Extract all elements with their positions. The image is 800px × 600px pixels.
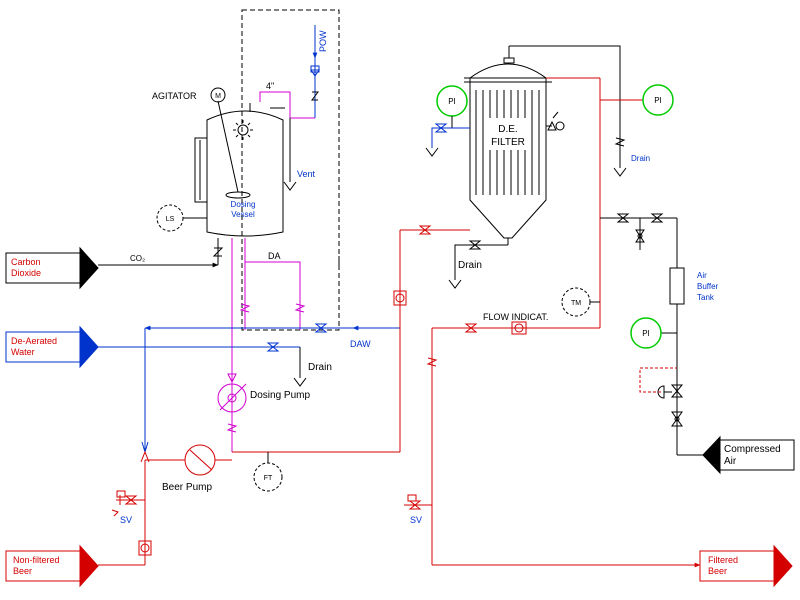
sv-mid-label: SV: [410, 515, 422, 525]
dosing-vessel-label-2: Vessel: [231, 210, 255, 219]
drain-filter-label: Drain: [458, 260, 482, 271]
daw-line: [98, 323, 400, 454]
deaerated-water-label-2: Water: [11, 347, 35, 357]
vent-pow-piping: [259, 25, 320, 191]
dosing-pump-label: Dosing Pump: [250, 390, 310, 401]
filter-label-2: FILTER: [491, 137, 525, 148]
non-filtered-beer-line: [98, 450, 185, 566]
carbon-dioxide-inlet: Carbon Dioxide: [5, 246, 99, 290]
deaerated-water-label-1: De-Aerated: [11, 336, 57, 346]
air-buffer-tank-label-1: Air: [697, 271, 707, 280]
pi-air-label: PI: [642, 329, 650, 338]
flow-indicator-label: FLOW INDICAT.: [483, 312, 548, 322]
dosing-pump: [217, 373, 247, 424]
temperature-label: TM: [571, 300, 581, 307]
carbon-dioxide-label-1: Carbon: [11, 257, 41, 267]
pressure-indicator-left: PI: [425, 85, 470, 157]
drain-left-label: Drain: [308, 362, 332, 373]
pi-right-label: PI: [654, 96, 662, 105]
pi-left-label: PI: [448, 97, 456, 106]
filter-vent-line: [546, 77, 643, 328]
compressed-air-inlet: Compressed Air: [702, 435, 795, 475]
vent-label: Vent: [297, 169, 316, 179]
filtered-beer-label-2: Beer: [708, 566, 727, 576]
beer-pump: [184, 444, 232, 476]
filtered-beer-line: [404, 321, 701, 568]
air-buffer-tank-label-2: Buffer: [697, 282, 719, 291]
daw-label: DAW: [350, 339, 371, 349]
pipe-size-label: 4": [266, 81, 274, 91]
agitator-label: AGITATOR: [152, 91, 197, 101]
co2-label: CO₂: [130, 254, 145, 263]
non-filtered-beer-label-1: Non-filtered: [13, 555, 60, 565]
flow-transmitter-label: FT: [264, 475, 273, 482]
de-filter: [464, 45, 621, 239]
carbon-dioxide-label-2: Dioxide: [11, 268, 41, 278]
air-buffer-tank-label-3: Tank: [697, 293, 715, 302]
pressure-indicator-air: PI: [630, 317, 662, 349]
level-switch: LS: [156, 204, 207, 232]
da-line: [226, 238, 306, 452]
compressed-air-label-1: Compressed: [724, 444, 781, 455]
level-switch-label: LS: [166, 216, 175, 223]
dosing-skid-boundary: [241, 9, 340, 331]
dosing-vessel: [194, 100, 285, 237]
motor-label: M: [215, 93, 221, 100]
filtered-beer-outlet: Filtered Beer: [699, 544, 793, 588]
compressed-air-line: [600, 213, 703, 456]
temperature-indicator: TM: [561, 287, 600, 317]
pow-label: POW: [318, 30, 328, 52]
non-filtered-beer-inlet: Non-filtered Beer: [5, 544, 99, 588]
compressed-air-label-2: Air: [724, 456, 737, 467]
agitator-motor: M: [210, 87, 226, 103]
co2-line: [98, 238, 224, 268]
da-label: DA: [268, 251, 281, 261]
pressure-indicator-right: PI: [642, 84, 674, 116]
filter-label-1: D.E.: [498, 124, 517, 135]
non-filtered-beer-label-2: Beer: [13, 566, 32, 576]
flow-transmitter: FT: [253, 452, 283, 492]
drain-right-label: Drain: [631, 154, 650, 163]
pump-discharge-line: [232, 225, 470, 453]
sv-left-label: SV: [120, 515, 132, 525]
dosing-vessel-label-1: Dosing: [231, 200, 256, 209]
beer-pump-label: Beer Pump: [162, 482, 212, 493]
filter-drain: [448, 238, 509, 289]
filtered-beer-label-1: Filtered: [708, 555, 738, 565]
deaerated-water-inlet: De-Aerated Water: [5, 325, 99, 369]
